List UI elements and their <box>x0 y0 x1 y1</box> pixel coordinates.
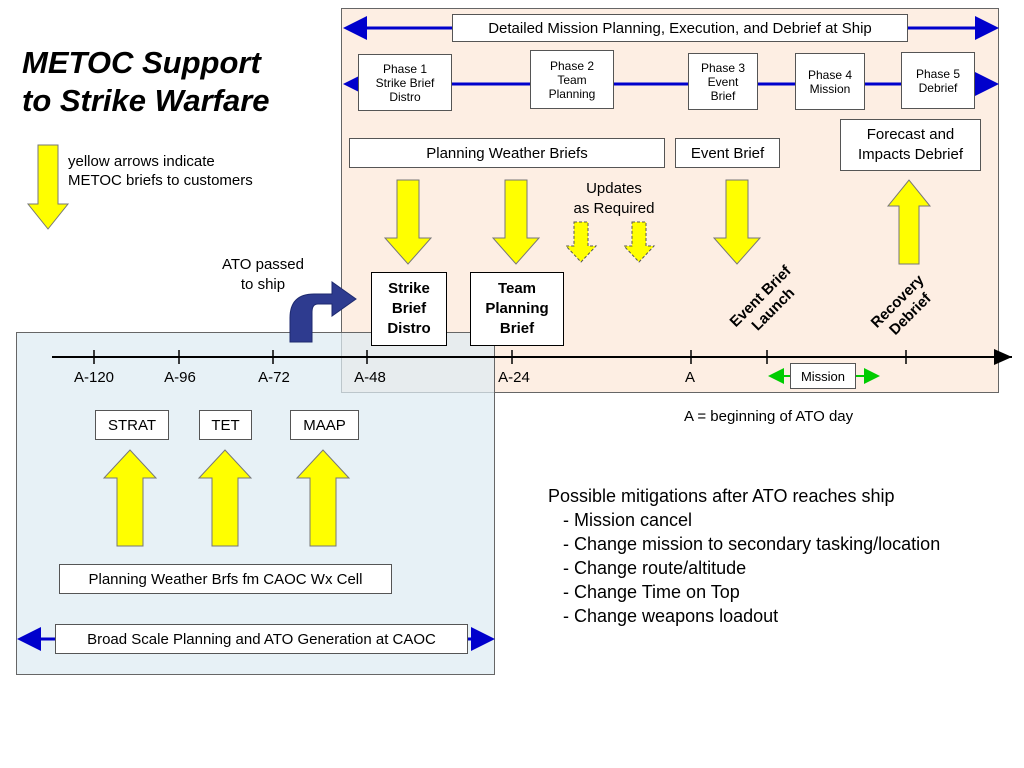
caoc-weather-box: Planning Weather Brfs fm CAOC Wx Cell <box>59 564 392 594</box>
yellow-arrow-tet <box>197 449 253 547</box>
mitigation-item: - Change mission to secondary tasking/lo… <box>548 534 941 554</box>
updates-label: Updates as Required <box>573 180 655 217</box>
dashed-arrow-2 <box>622 221 656 263</box>
mission-box: Mission <box>790 363 856 389</box>
tick-label-a120: A-120 <box>73 369 115 386</box>
phase-4-box: Phase 4 Mission <box>795 53 865 110</box>
timeline-ticks <box>93 350 907 364</box>
mitigation-item: - Change Time on Top <box>548 582 740 602</box>
ato-passed-arrow <box>289 281 357 343</box>
yellow-arrow-maap <box>295 449 351 547</box>
mitigation-item: - Change weapons loadout <box>548 606 779 626</box>
phase-3-box: Phase 3 Event Brief <box>688 53 758 110</box>
tick-label-a48: A-48 <box>354 369 386 386</box>
legend-yellow-arrow <box>26 144 70 230</box>
yellow-arrow-strat <box>102 449 158 547</box>
ato-day-note: A = beginning of ATO day <box>684 408 854 425</box>
mitigations-heading: Possible mitigations after ATO reaches s… <box>548 486 895 506</box>
legend-text: yellow arrows indicate METOC briefs to c… <box>68 153 253 189</box>
phase-1-box: Phase 1 Strike Brief Distro <box>358 54 452 111</box>
page-title: METOC Support to Strike Warfare <box>22 45 270 118</box>
ship-banner: Detailed Mission Planning, Execution, an… <box>452 14 908 42</box>
strike-brief-distro-box: Strike Brief Distro <box>371 272 447 346</box>
event-brief-box: Event Brief <box>675 138 780 168</box>
phase-2-box: Phase 2 Team Planning <box>530 50 614 109</box>
dashed-arrow-1 <box>564 221 598 263</box>
yellow-arrow-team <box>491 179 541 265</box>
ato-passed-label: ATO passed to ship <box>222 256 304 293</box>
phase-5-box: Phase 5 Debrief <box>901 52 975 109</box>
yellow-arrow-strike <box>383 179 433 265</box>
mitigations-list: Possible mitigations after ATO reaches s… <box>548 484 940 628</box>
team-planning-brief-box: Team Planning Brief <box>470 272 564 346</box>
forecast-debrief-box: Forecast and Impacts Debrief <box>840 119 981 171</box>
tick-label-a24: A-24 <box>498 369 530 386</box>
caoc-planning-panel <box>16 332 495 675</box>
tet-box: TET <box>199 410 252 440</box>
caoc-banner: Broad Scale Planning and ATO Generation … <box>55 624 468 654</box>
tick-label-a: A <box>684 369 695 386</box>
tick-label-a96: A-96 <box>164 369 196 386</box>
maap-box: MAAP <box>290 410 359 440</box>
strat-box: STRAT <box>95 410 169 440</box>
mitigation-item: - Mission cancel <box>548 510 693 530</box>
yellow-arrow-event <box>712 179 762 265</box>
tick-label-a72: A-72 <box>258 369 290 386</box>
mitigation-item: - Change route/altitude <box>548 558 747 578</box>
yellow-arrow-debrief <box>886 179 932 265</box>
planning-weather-briefs-box: Planning Weather Briefs <box>349 138 665 168</box>
